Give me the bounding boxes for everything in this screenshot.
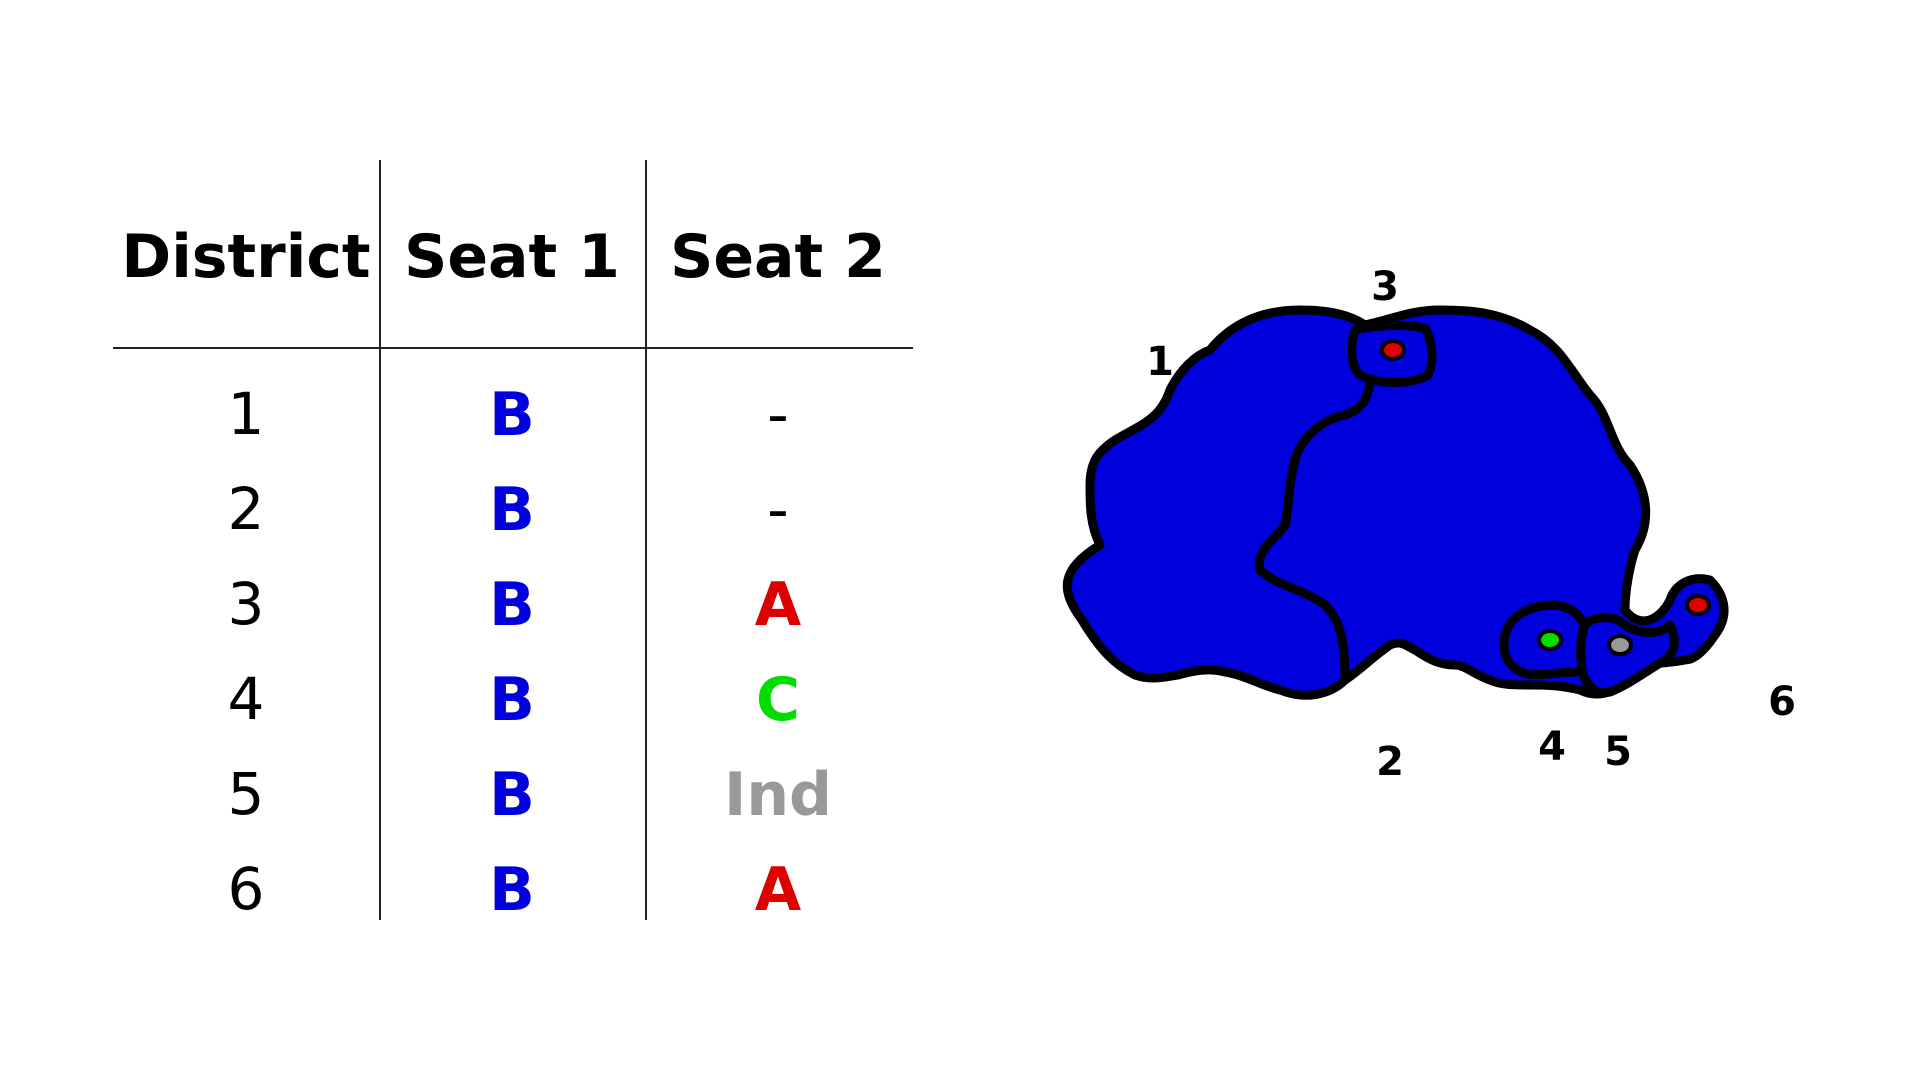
seat-marker-district-3 [1380, 339, 1406, 361]
seat-2-party: A [754, 855, 802, 925]
seat-marker-district-4 [1537, 629, 1563, 651]
seat-marker-district-6 [1685, 594, 1711, 616]
seat-2-party: Ind [724, 760, 832, 830]
seat-markers [1380, 339, 1711, 656]
map-label-district-4: 4 [1538, 724, 1566, 770]
map-district-5 [1576, 613, 1679, 698]
column-divider [379, 160, 381, 920]
seat-1-party: B [489, 855, 535, 925]
district-number: 5 [227, 760, 265, 828]
seat-marker-district-5 [1607, 634, 1633, 656]
seat-2-party: C [755, 665, 801, 735]
seat-1-party: B [489, 475, 535, 545]
seat-2-party: - [767, 475, 789, 545]
seat-2-party: A [754, 570, 802, 640]
column-divider [645, 160, 647, 920]
district-number: 1 [227, 380, 265, 448]
district-number: 6 [227, 855, 265, 923]
header-district: District [121, 222, 371, 292]
district-number: 3 [227, 570, 265, 638]
seat-2-party: - [767, 380, 789, 450]
map-label-district-5: 5 [1604, 729, 1632, 775]
seat-1-party: B [489, 570, 535, 640]
map-label-district-2: 2 [1376, 739, 1404, 785]
header-seat-1: Seat 1 [404, 222, 620, 292]
header-seat-2: Seat 2 [670, 222, 886, 292]
map-label-district-1: 1 [1146, 339, 1174, 385]
map-label-district-6: 6 [1768, 679, 1796, 725]
seat-1-party: B [489, 665, 535, 735]
district-number: 2 [227, 475, 265, 543]
seat-1-party: B [489, 760, 535, 830]
header-divider [113, 347, 913, 349]
map-territory [1062, 305, 1729, 700]
map-label-district-3: 3 [1371, 264, 1399, 310]
map-boundary-1-2 [1254, 370, 1375, 685]
district-number: 4 [227, 665, 265, 733]
seat-1-party: B [489, 380, 535, 450]
